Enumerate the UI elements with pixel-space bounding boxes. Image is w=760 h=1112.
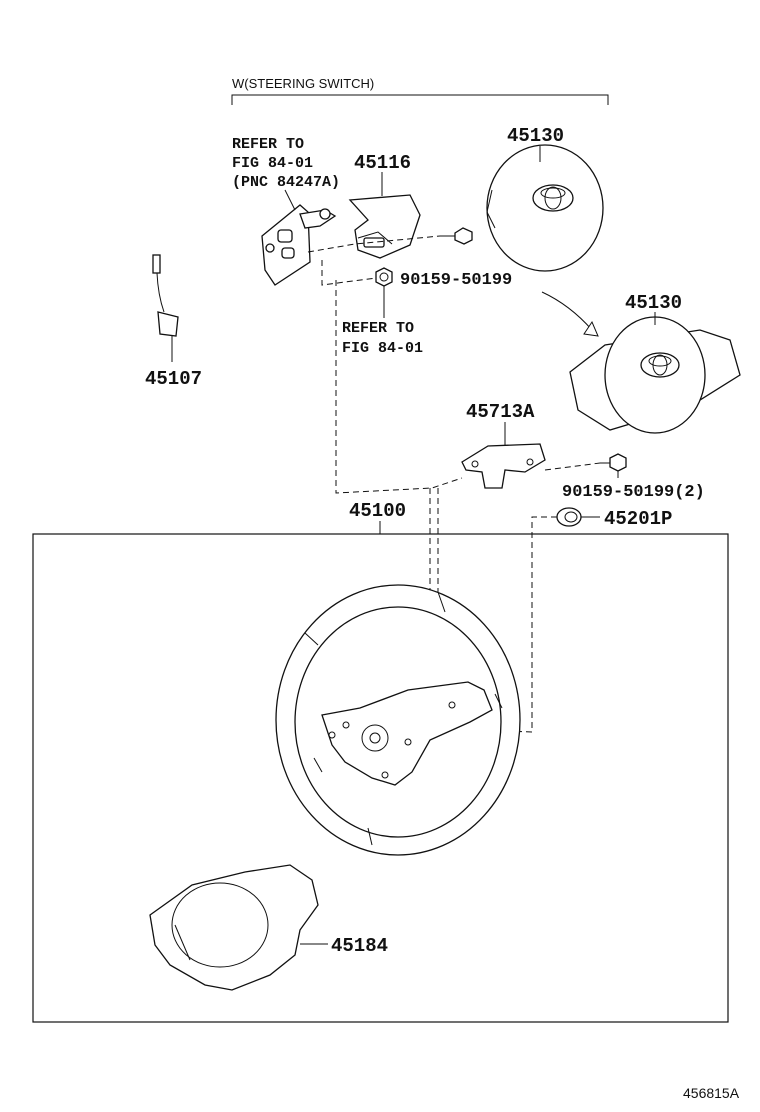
figure-id: 456815A [683, 1085, 740, 1101]
cap-part-45201P: 45201P [556, 507, 672, 530]
bolt-part [440, 227, 473, 245]
refer-note-line: REFER TO [342, 320, 414, 337]
part-label-90159-50199-x2: 90159-50199(2) [562, 483, 705, 502]
bolt-part-90159: 90159-50199 [375, 267, 512, 290]
cover-part-45116: 45116 [348, 152, 421, 259]
part-label-group-45100: 45100 [349, 500, 406, 534]
direction-arrow [541, 291, 599, 337]
part-label-45201P: 45201P [604, 508, 672, 530]
variant-label: W(STEERING SWITCH) [232, 76, 374, 91]
refer-note-line: FIG 84-01 [342, 340, 423, 357]
part-label-45130-top: 45130 [507, 125, 564, 147]
refer-note-line: (PNC 84247A) [232, 174, 340, 191]
wire-harness-45107: 45107 [145, 254, 202, 390]
part-label-45713A: 45713A [466, 401, 535, 423]
column-cover-part-45184: 45184 [149, 864, 388, 991]
refer-note-switch: REFER TO FIG 84-01 (PNC 84247A) [232, 136, 340, 191]
refer-note-bolt: REFER TO FIG 84-01 [342, 286, 423, 357]
refer-note-line: FIG 84-01 [232, 155, 313, 172]
part-label-45116: 45116 [354, 152, 411, 174]
airbag-part-lower: 45130 [569, 292, 741, 434]
steering-wheel-part [275, 584, 521, 856]
part-label-90159-50199: 90159-50199 [400, 271, 512, 290]
bracket-part-45713A: 45713A [461, 401, 546, 489]
steering-switch-part [261, 189, 337, 286]
part-label-45107: 45107 [145, 368, 202, 390]
part-label-45184: 45184 [331, 935, 388, 957]
airbag-part-top: 45130 [486, 125, 604, 272]
refer-note-line: REFER TO [232, 136, 304, 153]
part-label-45100: 45100 [349, 500, 406, 522]
part-label-45130-lower: 45130 [625, 292, 682, 314]
variant-bracket: W(STEERING SWITCH) [231, 76, 609, 105]
bolt-part-90159-x2: 90159-50199(2) [562, 453, 705, 502]
